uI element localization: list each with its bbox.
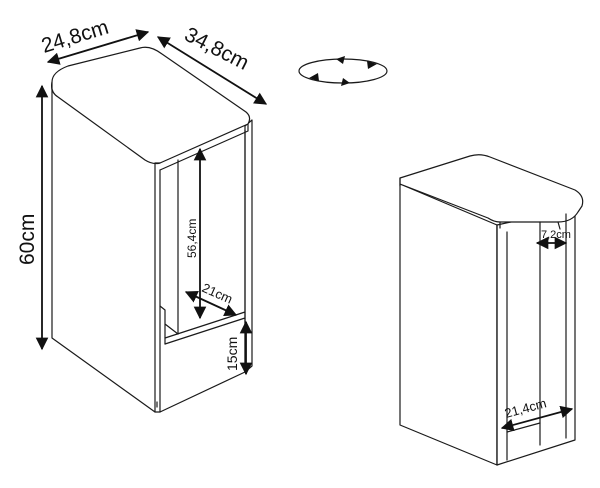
dimension-inner-depth-label: 21cm xyxy=(200,280,235,307)
dimension-depth-arrow xyxy=(156,36,268,105)
front-opening xyxy=(159,129,246,413)
dimension-width-arrow xyxy=(46,29,150,65)
right-view-side-panel xyxy=(399,183,498,466)
cabinet-top xyxy=(51,46,251,165)
rotation-arrows-icon xyxy=(298,56,388,86)
dimension-depth-label: 34,8cm xyxy=(181,23,253,75)
left-cabinet-view xyxy=(51,46,253,413)
dimension-height-label: 60cm xyxy=(16,214,39,265)
dimension-gap-label: 7,2cm xyxy=(541,229,571,241)
dimension-base-label: 15cm xyxy=(224,337,240,371)
right-view-top xyxy=(399,154,584,223)
right-cabinet-view xyxy=(399,154,584,466)
dimension-bottom-width-arrow xyxy=(500,405,574,432)
dimension-inner-height-label: 56,4cm xyxy=(185,219,199,258)
dimension-inner-depth-arrow xyxy=(184,291,238,316)
dimension-width-label: 24,8cm xyxy=(39,16,112,58)
